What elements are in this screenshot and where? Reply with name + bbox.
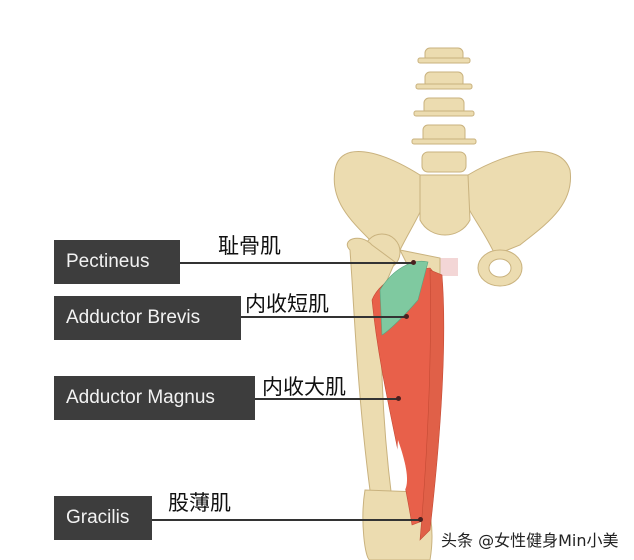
marker-dot — [411, 260, 416, 265]
marker-dot — [418, 517, 423, 522]
leader-line — [255, 398, 398, 400]
pelvis — [333, 151, 572, 287]
watermark: 头条 @女性健身Min小美 — [441, 531, 619, 550]
label-zh: 内收短肌 — [245, 292, 329, 316]
label-box-en: Adductor Brevis — [54, 296, 241, 340]
label-box-en: Gracilis — [54, 496, 152, 540]
label-zh: 耻骨肌 — [218, 234, 281, 258]
leader-line — [241, 316, 406, 318]
label-zh: 内收大肌 — [262, 375, 346, 399]
spine — [411, 47, 477, 173]
adductor-muscles — [371, 260, 445, 541]
marker-dot — [396, 396, 401, 401]
leader-line — [152, 519, 420, 521]
leader-line — [180, 262, 413, 264]
marker-dot — [404, 314, 409, 319]
label-box-en: Pectineus — [54, 240, 180, 284]
label-zh: 股薄肌 — [168, 491, 231, 515]
label-box-en: Adductor Magnus — [54, 376, 255, 420]
